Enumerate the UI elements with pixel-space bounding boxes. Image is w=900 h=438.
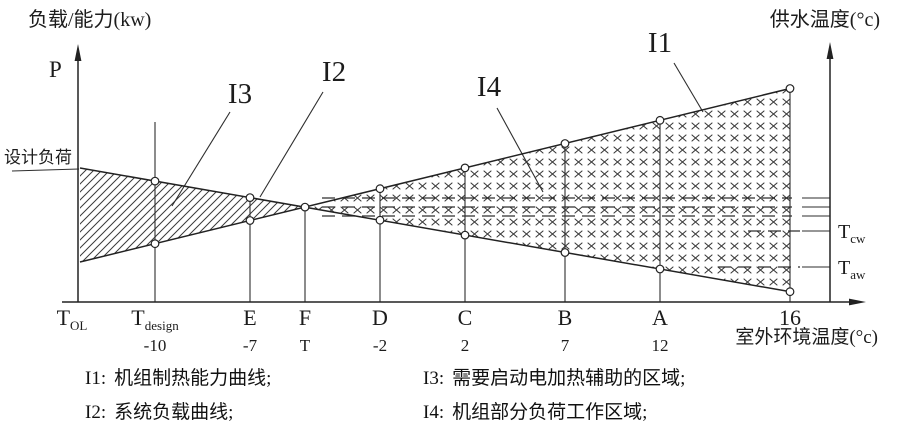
regions-layer: [80, 88, 792, 292]
x-tick-label-A: A: [652, 305, 668, 330]
curve-label-i2: I2: [322, 56, 346, 88]
legend-text-i2: 系统负载曲线;: [114, 402, 234, 423]
design-load-leader: [11, 168, 80, 172]
legend-key-i3: I3:: [423, 368, 445, 389]
legend-key-i4: I4:: [423, 402, 445, 423]
i2-load-curve: [79, 167, 793, 293]
axes-layer: [62, 42, 866, 306]
design-load-label: 设计负荷: [4, 148, 72, 167]
curve-label-leader-i1: [673, 62, 704, 113]
load-curve-point: [560, 248, 570, 257]
curve-label-leader-i3: [171, 111, 231, 207]
y-left-axis-arrow: [74, 44, 82, 61]
capacity-curve-point: [655, 115, 665, 125]
x-tick-label-D: D: [372, 305, 388, 330]
curve-label-i4: I4: [477, 71, 502, 103]
aux-lines-layer: [11, 62, 830, 302]
load-curve-point: [785, 287, 795, 297]
load-curve-point: [245, 193, 255, 203]
capacity-curve-point: [245, 216, 255, 225]
curves-layer: [79, 87, 793, 293]
x-tick-value: T: [300, 336, 311, 355]
legend-item-i1: I1: 机组制热能力曲线;: [85, 366, 423, 392]
x-tick-label-Tdesign: Tdesign: [131, 305, 179, 333]
curve-label-leader-i2: [259, 91, 324, 198]
x-tick-label-F: F: [299, 305, 311, 330]
x-axis-title: 室外环境温度(°c): [735, 326, 878, 348]
y-right-axis-title: 供水温度(°c): [770, 8, 880, 31]
capacity-curve-point: [560, 139, 570, 148]
legend-item-i4: I4: 机组部分负荷工作区域;: [423, 400, 685, 426]
legend-item-i2: I2: 系统负载曲线;: [85, 400, 423, 426]
legend-text-i4: 机组部分负荷工作区域;: [452, 402, 648, 423]
x-tick-value: 12: [652, 336, 669, 355]
legend-key-i1: I1:: [85, 368, 107, 389]
x-tick-value: -10: [144, 336, 167, 355]
region-i3-aux-heating: [80, 168, 305, 262]
curve-label-i3: I3: [228, 78, 252, 110]
curve-label-leader-i4: [496, 107, 544, 193]
markers-layer: [150, 84, 795, 297]
legend-item-i3: I3: 需要启动电加热辅助的区域;: [423, 366, 685, 392]
x-axis-arrow: [849, 298, 866, 306]
capacity-curve-point: [150, 239, 160, 249]
static-labels-layer: 负载/能力(kw) P 供水温度(°c) 室外环境温度(°c) 设计负荷: [4, 8, 880, 348]
legend-text-i1: 机组制热能力曲线;: [114, 368, 272, 389]
balance-point-marker: [300, 202, 310, 212]
capacity-curve-point: [460, 163, 470, 173]
load-curve-point: [460, 230, 470, 240]
right-tick-label-aw: Taw: [838, 257, 866, 282]
load-curve-point: [375, 215, 385, 225]
x-tick-label-C: C: [458, 305, 473, 330]
y-left-axis-title: 负载/能力(kw): [28, 8, 151, 31]
right-tick-label-cw: Tcw: [838, 221, 866, 246]
x-tick-value: -7: [243, 336, 258, 355]
region-i4-partial-load: [304, 88, 792, 292]
y-right-axis-arrow: [826, 42, 834, 59]
load-curve-point: [655, 264, 665, 274]
x-tick-value: 2: [461, 336, 470, 355]
x-tick-value: -2: [373, 336, 387, 355]
legend-key-i2: I2:: [85, 402, 107, 423]
x-tick-label-B: B: [558, 305, 573, 330]
x-tick-value: 7: [561, 336, 570, 355]
x-tick-label-TOL: TOL: [57, 305, 88, 333]
capacity-curve-point: [375, 184, 385, 194]
capacity-curve-point: [785, 84, 795, 93]
y-axis-symbol: P: [49, 57, 62, 82]
legend-text-i3: 需要启动电加热辅助的区域;: [452, 368, 686, 389]
load-curve-point: [150, 176, 160, 186]
x-tick-label-16: 16: [779, 305, 801, 330]
i1-capacity-curve: [79, 87, 793, 263]
curve-label-i1: I1: [648, 27, 672, 59]
x-tick-label-E: E: [243, 305, 256, 330]
legend: I1: 机组制热能力曲线; I3: 需要启动电加热辅助的区域; I2: 系统负载曲线;…: [85, 366, 685, 426]
